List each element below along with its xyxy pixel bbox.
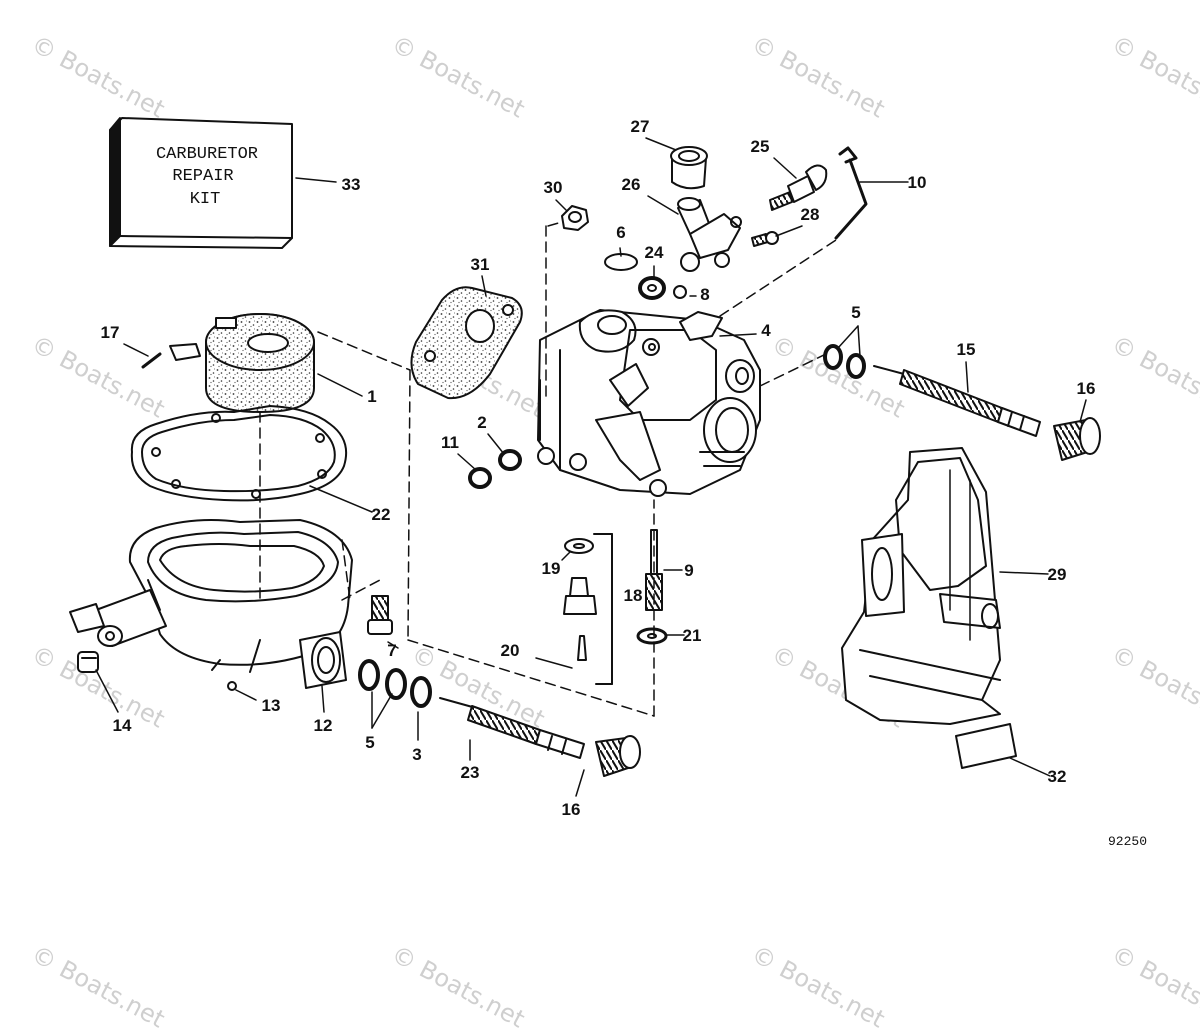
callout-c22: 22 xyxy=(372,505,391,524)
callout-c3: 3 xyxy=(412,745,421,764)
callout-c9: 9 xyxy=(684,561,693,580)
carburetor-body xyxy=(537,309,761,497)
callout-c11: 11 xyxy=(441,433,459,452)
exploded-parts-diagram: CARBURETOR REPAIR KIT xyxy=(69,117,1101,819)
intake-gasket xyxy=(410,286,523,400)
callout-c33: 33 xyxy=(342,175,361,194)
callout-c20: 20 xyxy=(501,641,520,660)
callout-c16a: 16 xyxy=(1077,379,1096,398)
link-rod xyxy=(834,146,868,240)
kit-label-line3: KIT xyxy=(190,190,221,209)
ball-part xyxy=(227,681,237,691)
float-part xyxy=(205,313,315,413)
bowl-gasket xyxy=(130,405,348,502)
callout-c19: 19 xyxy=(542,559,561,578)
callout-c10: 10 xyxy=(908,173,927,192)
packing-nut-upper xyxy=(1053,417,1101,461)
fuel-valve-group xyxy=(563,533,613,685)
repair-kit-box: CARBURETOR REPAIR KIT xyxy=(109,117,293,249)
callout-c2: 2 xyxy=(477,413,486,432)
callout-c31: 31 xyxy=(471,255,490,274)
callout-c8: 8 xyxy=(700,285,709,304)
bowl-screw xyxy=(367,595,393,635)
washer-set-upper xyxy=(823,344,866,379)
callout-c24: 24 xyxy=(645,243,664,262)
small-screw xyxy=(751,231,779,247)
throttle-lever xyxy=(677,197,742,272)
check-ball xyxy=(673,285,687,299)
callout-c13: 13 xyxy=(262,696,281,715)
callout-c7: 7 xyxy=(387,641,396,660)
callout-c23: 23 xyxy=(461,763,480,782)
callout-c25: 25 xyxy=(751,137,770,156)
packing-nut-lower xyxy=(595,735,641,777)
callout-c1: 1 xyxy=(367,387,376,406)
callout-c12: 12 xyxy=(314,716,333,735)
adjust-screw xyxy=(769,164,828,211)
callout-c15: 15 xyxy=(957,340,976,359)
cup-part xyxy=(670,146,708,190)
callout-c6: 6 xyxy=(616,223,625,242)
washer-11 xyxy=(468,467,492,489)
hex-nut xyxy=(561,205,589,231)
leader-lines xyxy=(95,137,1087,797)
callout-c28: 28 xyxy=(801,205,820,224)
inlet-needle xyxy=(645,529,663,611)
callout-c18: 18 xyxy=(624,586,643,605)
diagram-id: 92250 xyxy=(1108,834,1148,849)
bracket-pad xyxy=(955,723,1017,769)
float-pin xyxy=(141,343,201,369)
washer-set-lower xyxy=(358,659,432,708)
washer-24 xyxy=(638,276,666,300)
assembly-dash-lines xyxy=(259,221,837,717)
bowl-plug xyxy=(77,651,99,673)
callout-c5b: 5 xyxy=(365,733,374,752)
kit-label-line1: CARBURETOR xyxy=(156,145,258,164)
callout-c32: 32 xyxy=(1048,767,1067,786)
callout-labels: 1234556789101112131415161617181920212223… xyxy=(101,117,1096,819)
callout-c21: 21 xyxy=(683,626,702,645)
callout-c30: 30 xyxy=(544,178,563,197)
callout-c29: 29 xyxy=(1048,565,1067,584)
high-speed-needle xyxy=(873,365,1041,437)
callout-c5a: 5 xyxy=(851,303,860,322)
callout-c26: 26 xyxy=(622,175,641,194)
washer-2 xyxy=(498,449,522,471)
kit-label-line2: REPAIR xyxy=(172,167,233,186)
callout-c27: 27 xyxy=(631,117,650,136)
washer-21 xyxy=(636,627,668,645)
float-bowl xyxy=(69,519,353,689)
callout-c16b: 16 xyxy=(562,800,581,819)
mounting-bracket xyxy=(841,447,1001,725)
callout-c4: 4 xyxy=(761,321,771,340)
callout-c17: 17 xyxy=(101,323,120,342)
callout-c14: 14 xyxy=(113,716,132,735)
low-speed-needle xyxy=(439,697,585,759)
